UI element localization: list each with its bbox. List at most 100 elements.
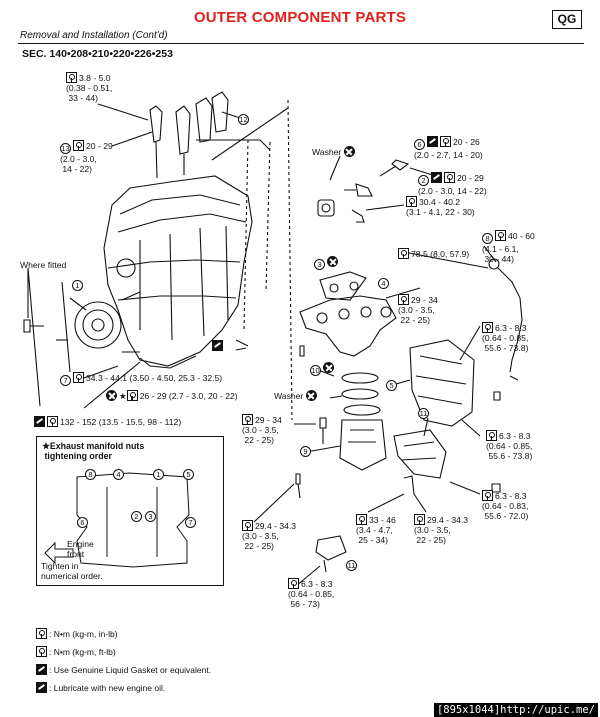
torque-icon-in-lb xyxy=(36,628,47,639)
item-number-badge: 12 xyxy=(238,114,249,125)
torque-callout-13: 29 - 34 (3.0 - 3.5, 22 - 25) xyxy=(242,414,282,445)
liquid-gasket-icon xyxy=(212,340,223,351)
exhaust-manifold xyxy=(299,295,397,357)
item-number-badge: 8 xyxy=(482,233,493,244)
liquid-gasket-icon xyxy=(431,172,442,183)
torque-icon-ft-lb xyxy=(47,416,58,427)
order-badge: 2 xyxy=(131,511,142,522)
torque-callout-18: 29.4 - 34.3 (3.0 - 3.5, 22 - 25) xyxy=(242,520,297,551)
tightening-order-inset: ★Exhaust manifold nuts tightening order … xyxy=(36,436,224,586)
item-number-badge: 11 xyxy=(418,408,429,419)
torque-callout-17: 29.4 - 34.3 (3.0 - 3.5, 22 - 25) xyxy=(414,514,469,545)
section-badge: QG xyxy=(552,10,582,29)
torque-callout-7: 78.5 (8.0, 57.9) xyxy=(398,248,469,259)
engine-front-label: Engine front xyxy=(67,539,94,559)
torque-callout-8: 29 - 34 (3.0 - 3.5, 22 - 25) xyxy=(398,294,438,325)
torque-callout-15: 6.3 - 8.3 (0.64 - 0.83, 55.6 - 72.0) xyxy=(482,490,529,521)
image-watermark: [895x1044]http://upic.me/ xyxy=(433,703,598,717)
item-4-label: 4 xyxy=(378,276,391,289)
item-11b-label: 11 xyxy=(346,558,359,571)
torque-icon-in-lb xyxy=(486,430,497,441)
order-badge: 8 xyxy=(85,469,96,480)
replace-icon xyxy=(323,362,334,373)
torque-callout-5: 30.4 - 40.2 (3.1 - 4.1, 22 - 30) xyxy=(406,196,475,217)
order-badge: 1 xyxy=(153,469,164,480)
torque-callout-14: 6.3 - 8.3 (0.64 - 0.85, 55.6 - 73.8) xyxy=(486,430,533,461)
engine-block xyxy=(103,175,253,367)
item-number-badge: 6 xyxy=(414,139,425,150)
inset-title: ★Exhaust manifold nuts tightening order xyxy=(42,441,145,461)
torque-icon-in-lb xyxy=(66,72,77,83)
where-fitted-label: Where fitted xyxy=(20,260,67,270)
page-subtitle: Removal and Installation (Cont'd) xyxy=(20,30,168,41)
torque-icon-ft-lb xyxy=(398,248,409,259)
torque-callout-9: 6.3 - 8.3 (0.64 - 0.85, 55.6 - 73.8) xyxy=(482,322,529,353)
legend-row-gasket: : Use Genuine Liquid Gasket or equivalen… xyxy=(36,664,211,675)
torque-icon-ft-lb xyxy=(73,372,84,383)
header-rule xyxy=(18,43,584,44)
torque-icon-ft-lb xyxy=(406,196,417,207)
torque-callout-19: 6.3 - 8.3 (0.64 - 0.85, 56 - 73) xyxy=(288,578,335,609)
item-number-badge: 2 xyxy=(418,175,429,186)
item-number-badge: 7 xyxy=(60,375,71,386)
torque-icon-in-lb xyxy=(482,490,493,501)
torque-callout-16: 33 - 46 (3.4 - 4.7, 25 - 34) xyxy=(356,514,396,545)
torque-icon-in-lb xyxy=(482,322,493,333)
lubricate-icon xyxy=(36,682,47,693)
replace-icon xyxy=(106,390,117,401)
torque-icon-in-lb xyxy=(288,578,299,589)
ignition-coil xyxy=(149,105,163,179)
torque-icon-ft-lb xyxy=(242,520,253,531)
order-badge: 7 xyxy=(185,517,196,528)
torque-icon-ft-lb xyxy=(73,140,84,151)
liquid-gasket-icon xyxy=(36,664,47,675)
item-number-badge: 1 xyxy=(72,280,83,291)
item-number-badge: 10 xyxy=(310,365,321,376)
torque-icon-ft-lb xyxy=(126,390,138,401)
torque-icon-ft-lb xyxy=(36,646,47,657)
item-1-label: 1 xyxy=(72,278,85,291)
torque-icon-ft-lb xyxy=(495,230,506,241)
lubricate-icon xyxy=(34,416,45,427)
order-badge: 3 xyxy=(145,511,156,522)
liquid-gasket-icon xyxy=(427,136,438,147)
item-10-label: 10 xyxy=(310,362,336,376)
legend-row-ft-lb: : N•m (kg-m, ft-lb) xyxy=(36,646,116,657)
torque-icon-ft-lb xyxy=(398,294,409,305)
item-11-label: 11 xyxy=(418,406,431,419)
replace-icon xyxy=(327,256,338,267)
item-number-badge: 11 xyxy=(346,560,357,571)
order-badge: 5 xyxy=(183,469,194,480)
torque-icon-ft-lb xyxy=(414,514,425,525)
torque-callout-12: 132 - 152 (13.5 - 15.5, 98 - 112) xyxy=(34,416,181,427)
item-9-label: 9 xyxy=(300,444,313,457)
item-5-label: 5 xyxy=(386,378,399,391)
item-12-label: 12 xyxy=(238,112,251,125)
section-reference: SEC. 140•208•210•220•226•253 xyxy=(22,48,173,60)
item-number-badge: 4 xyxy=(378,278,389,289)
torque-icon-ft-lb xyxy=(444,172,455,183)
item-number-badge: 13 xyxy=(60,143,71,154)
page-title: OUTER COMPONENT PARTS xyxy=(193,9,407,26)
legend-row-lubricate: : Lubricate with new engine oil. xyxy=(36,682,165,693)
item-number-badge: 5 xyxy=(386,380,397,391)
replace-icon xyxy=(305,390,317,401)
catalytic-converter xyxy=(339,419,387,471)
heat-shield xyxy=(409,339,475,427)
torque-icon-ft-lb xyxy=(440,136,451,147)
washer-label-top: Washer xyxy=(312,146,357,157)
order-badge: 6 xyxy=(77,517,88,528)
legend-row-in-lb: : N•m (kg-m, in-lb) xyxy=(36,628,118,639)
washer-label-mid: Washer xyxy=(274,390,319,401)
item-3-label: 3 xyxy=(314,256,340,270)
item-number-badge: 3 xyxy=(314,259,325,270)
order-badge: 4 xyxy=(113,469,124,480)
torque-callout-11: ★26 - 29 (2.7 - 3.0, 20 - 22) xyxy=(106,390,238,401)
torque-callout-1: 3.8 - 5.0 (0.38 - 0.51, 33 - 44) xyxy=(66,72,113,103)
